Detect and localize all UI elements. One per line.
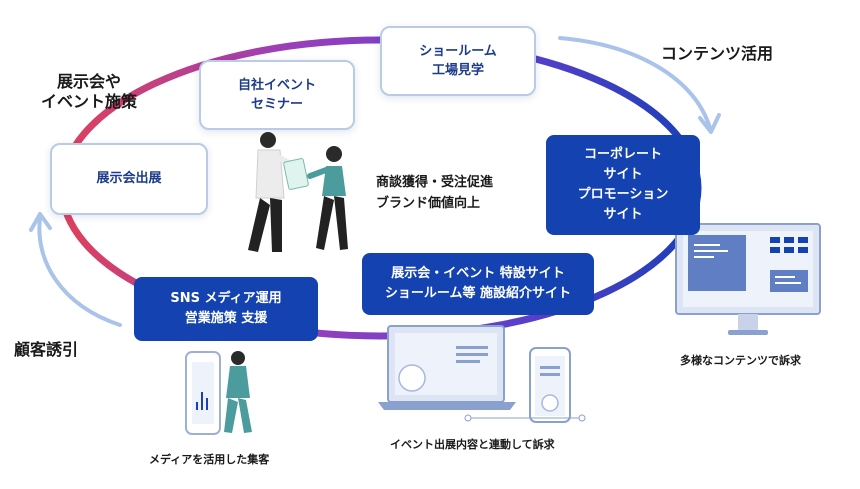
showroom-box: ショールーム 工場見学 <box>380 26 536 96</box>
customer-attraction-label: 顧客誘引 <box>14 340 79 359</box>
various-content-caption: 多様なコンテンツで訴求 <box>680 354 801 367</box>
attraction-flow-arrow <box>37 216 122 327</box>
seminar-box: 自社イベント セミナー <box>199 60 355 130</box>
sns-box: SNS メディア運用 営業施策 支援 <box>134 277 318 341</box>
woman-with-phone-illustration <box>185 351 252 435</box>
content-flow-arrow <box>558 36 712 130</box>
monitor-illustration <box>675 223 821 335</box>
center-benefit-text: 商談獲得・受注促進 ブランド価値向上 <box>376 175 494 211</box>
special-site-box: 展示会・イベント 特設サイト ショールーム等 施設紹介サイト <box>362 253 594 315</box>
exhibition-events-label: 展示会や イベント施策 <box>40 72 137 111</box>
corporate-site-box: コーポレート サイト プロモーション サイト <box>546 135 700 235</box>
exhibition-box: 展示会出展 <box>50 143 208 215</box>
content-use-label: コンテンツ活用 <box>661 44 774 63</box>
business-people-illustration <box>248 132 348 252</box>
event-link-caption: イベント出展内容と連動して訴求 <box>390 438 555 451</box>
media-caption: メディアを活用した集客 <box>149 453 270 466</box>
laptop-phone-illustration <box>378 325 586 423</box>
